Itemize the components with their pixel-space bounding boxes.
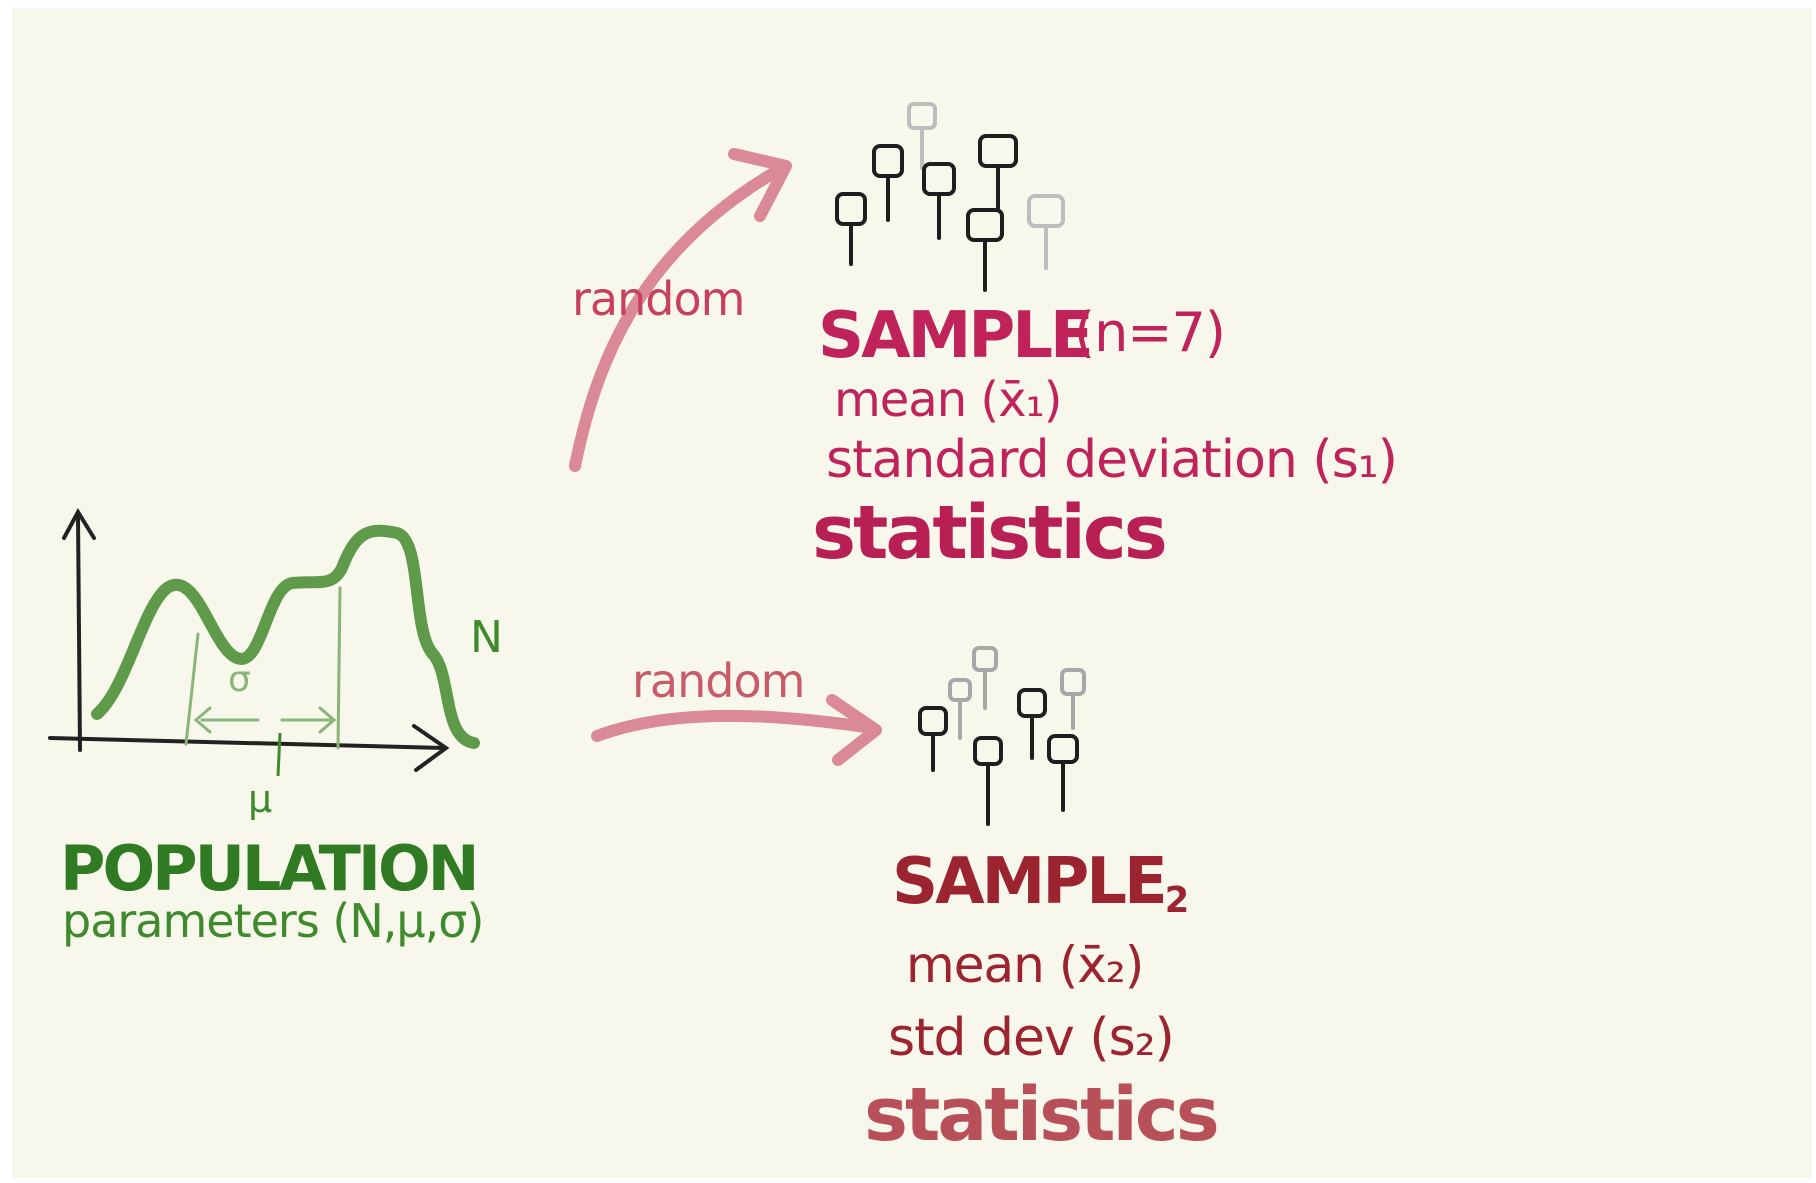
population-curve <box>91 524 480 749</box>
sample1-statistics: statistics <box>812 490 1168 576</box>
whiteboard-canvas: N σ μ POPULATION parameters (N,μ,σ) rand… <box>12 8 1812 1178</box>
diagram-drawing <box>48 102 1086 826</box>
upper-random-label: random <box>572 272 745 326</box>
sample1-standard-deviation: standard deviation (s₁) <box>826 430 1398 490</box>
sample1-n-note: (n=7) <box>1074 301 1226 364</box>
sample1-mean: mean (x̄₁) <box>834 372 1062 428</box>
sample2-std-dev: std dev (s₂) <box>888 1008 1175 1068</box>
lower-random-arrow <box>591 694 882 766</box>
sample2-figures <box>918 646 1086 826</box>
population-sigma-label: σ <box>228 659 251 700</box>
upper-random-arrow <box>569 148 792 472</box>
sample1-figures <box>835 102 1065 292</box>
sample2-title: SAMPLE2 <box>892 850 1190 921</box>
population-parameters: parameters (N,μ,σ) <box>62 894 484 948</box>
sample2-statistics: statistics <box>864 1072 1220 1158</box>
population-n-label: N <box>470 612 503 663</box>
population-mu-label: μ <box>248 777 272 821</box>
population-axes <box>48 507 450 772</box>
sample1-title: SAMPLE <box>818 299 1094 373</box>
sigma-bracket <box>184 586 342 750</box>
sample2-mean: mean (x̄₂) <box>906 936 1144 994</box>
sample2-title-subscript: 2 <box>1164 879 1190 921</box>
sample2-title-text: SAMPLE <box>892 845 1168 919</box>
population-title: POPULATION <box>60 832 480 905</box>
lower-random-label: random <box>632 654 805 708</box>
mu-tick <box>276 732 282 777</box>
